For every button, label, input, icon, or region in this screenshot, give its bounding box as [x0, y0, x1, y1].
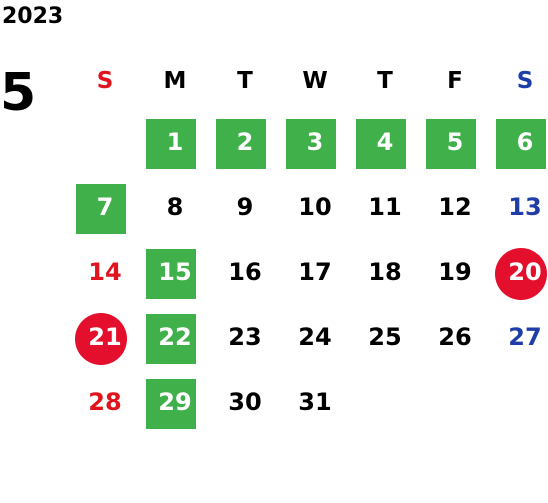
day-cell[interactable]: 10 — [280, 171, 350, 236]
green-highlight — [216, 119, 266, 169]
week-row: 1 2 3 4 5 6 — [70, 106, 548, 171]
day-cell[interactable]: 5 — [420, 106, 490, 171]
day-cell[interactable]: 30 — [210, 366, 280, 431]
day-cell[interactable]: 8 — [140, 171, 210, 236]
green-highlight — [146, 119, 196, 169]
day-cell[interactable]: 20 — [490, 236, 548, 301]
weekday-monday: M — [140, 56, 210, 106]
green-highlight — [356, 119, 406, 169]
day-cell[interactable]: 26 — [420, 301, 490, 366]
red-circle-highlight — [75, 313, 127, 365]
weekday-label: F — [447, 68, 463, 94]
year-label: 2023 — [2, 4, 64, 29]
day-number: 12 — [438, 193, 472, 221]
green-highlight — [146, 249, 196, 299]
day-cell[interactable]: 13 — [490, 171, 548, 236]
weekday-label: T — [377, 68, 393, 94]
day-number: 30 — [228, 388, 262, 416]
day-cell[interactable]: 21 — [70, 301, 140, 366]
red-circle-highlight — [495, 248, 547, 300]
day-number: 16 — [228, 258, 262, 286]
green-highlight — [426, 119, 476, 169]
day-cell[interactable]: 14 — [70, 236, 140, 301]
month-label: 5 — [0, 63, 37, 123]
day-number: 8 — [166, 193, 184, 221]
day-number: 27 — [508, 323, 542, 351]
day-number: 17 — [298, 258, 332, 286]
day-number: 6 — [516, 128, 534, 156]
day-number: 28 — [88, 388, 122, 416]
day-cell[interactable]: 11 — [350, 171, 420, 236]
day-number: 1 — [166, 128, 184, 156]
green-highlight — [146, 379, 196, 429]
day-cell[interactable]: 1 — [140, 106, 210, 171]
day-number: 29 — [158, 388, 192, 416]
week-row: 21 22 23 24 25 26 27 — [70, 301, 548, 366]
day-number: 20 — [508, 258, 542, 286]
day-cell[interactable]: 2 — [210, 106, 280, 171]
weekday-thursday: T — [350, 56, 420, 106]
green-highlight — [496, 119, 546, 169]
day-number: 25 — [368, 323, 402, 351]
day-cell[interactable]: 24 — [280, 301, 350, 366]
day-cell[interactable]: 31 — [280, 366, 350, 431]
weekday-label: W — [302, 68, 328, 94]
week-row: 7 8 9 10 11 12 13 — [70, 171, 548, 236]
day-number: 11 — [368, 193, 402, 221]
day-cell[interactable]: 22 — [140, 301, 210, 366]
weekday-label: M — [163, 68, 187, 94]
weekday-label: S — [516, 68, 534, 94]
day-number: 31 — [298, 388, 332, 416]
day-number: 5 — [446, 128, 464, 156]
day-cell[interactable]: 16 — [210, 236, 280, 301]
day-cell[interactable]: 6 — [490, 106, 548, 171]
weekday-label: T — [237, 68, 253, 94]
day-cell[interactable]: 15 — [140, 236, 210, 301]
day-cell[interactable]: 12 — [420, 171, 490, 236]
day-cell[interactable]: 9 — [210, 171, 280, 236]
weekday-sunday: S — [70, 56, 140, 106]
weekday-label: S — [96, 68, 114, 94]
day-number: 15 — [158, 258, 192, 286]
day-cell[interactable]: 29 — [140, 366, 210, 431]
day-cell[interactable]: 17 — [280, 236, 350, 301]
day-cell[interactable]: 25 — [350, 301, 420, 366]
green-highlight — [76, 184, 126, 234]
day-cell[interactable]: 18 — [350, 236, 420, 301]
day-number: 7 — [96, 193, 114, 221]
day-number: 18 — [368, 258, 402, 286]
day-number: 3 — [306, 128, 324, 156]
day-cell[interactable]: 4 — [350, 106, 420, 171]
week-row: 14 15 16 17 18 19 20 — [70, 236, 548, 301]
day-number: 19 — [438, 258, 472, 286]
day-number: 22 — [158, 323, 192, 351]
green-highlight — [146, 314, 196, 364]
week-row: 28 29 30 31 — [70, 366, 548, 431]
day-number: 21 — [88, 323, 122, 351]
day-number: 9 — [236, 193, 254, 221]
day-number: 13 — [508, 193, 542, 221]
day-cell[interactable]: 7 — [70, 171, 140, 236]
day-cell[interactable]: 23 — [210, 301, 280, 366]
day-cell[interactable]: 28 — [70, 366, 140, 431]
day-number: 24 — [298, 323, 332, 351]
weekday-friday: F — [420, 56, 490, 106]
day-cell[interactable]: 3 — [280, 106, 350, 171]
day-number: 4 — [376, 128, 394, 156]
day-number: 10 — [298, 193, 332, 221]
day-cell[interactable]: 19 — [420, 236, 490, 301]
day-cell[interactable]: 27 — [490, 301, 548, 366]
weekday-saturday: S — [490, 56, 548, 106]
weekday-wednesday: W — [280, 56, 350, 106]
green-highlight — [286, 119, 336, 169]
day-number: 14 — [88, 258, 122, 286]
weekday-tuesday: T — [210, 56, 280, 106]
day-number: 2 — [236, 128, 254, 156]
day-number: 26 — [438, 323, 472, 351]
day-number: 23 — [228, 323, 262, 351]
